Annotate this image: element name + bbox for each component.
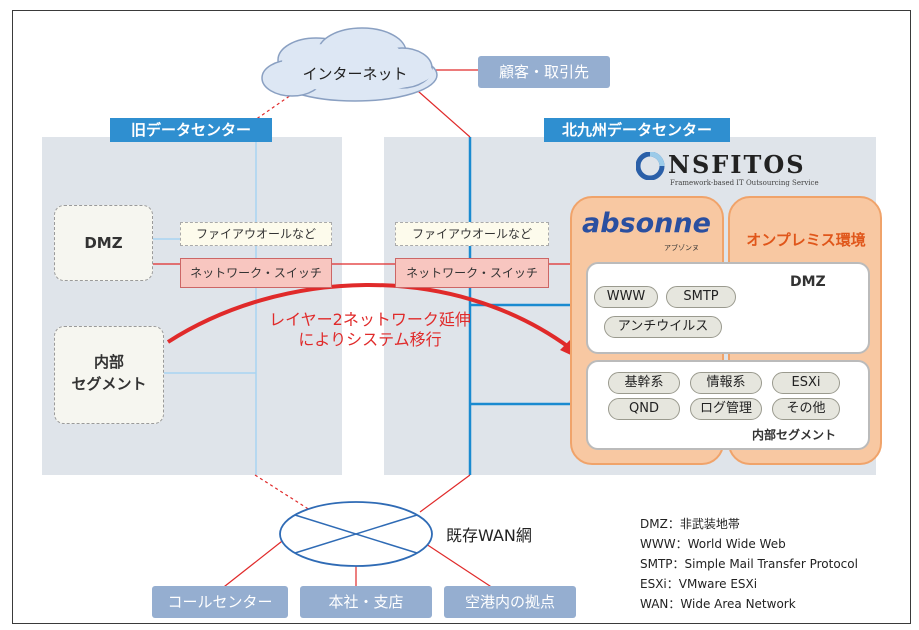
pill-others: その他 — [772, 398, 840, 420]
migration-caption-line2: によりシステム移行 — [298, 330, 442, 349]
old-dc-label: 旧データセンター — [110, 118, 272, 142]
absonne-kana: アブゾンヌ — [664, 244, 699, 252]
new-dmz-title: DMZ — [790, 274, 826, 290]
site-head-office: 本社・支店 — [300, 586, 432, 618]
nsfitos-wordmark: NSFITOS — [668, 150, 806, 179]
absonne-logo: absonne — [582, 208, 711, 239]
migration-caption: レイヤー2ネットワーク延伸 によりシステム移行 — [250, 310, 490, 350]
old-switch-box: ネットワーク・スイッチ — [180, 258, 332, 288]
old-internal-segment: 内部 セグメント — [54, 326, 164, 424]
legend-smtp: SMTP：Simple Mail Transfer Protocol — [640, 557, 858, 571]
legend-www: WWW：World Wide Web — [640, 537, 786, 551]
new-dmz-card — [586, 262, 870, 354]
onprem-label: オンプレミス環境 — [746, 231, 866, 249]
old-dmz-box: DMZ — [54, 205, 153, 281]
nsfitos-emblem-icon — [636, 152, 665, 180]
pill-log-management: ログ管理 — [690, 398, 762, 420]
migration-caption-line1: レイヤー2ネットワーク延伸 — [269, 310, 471, 329]
wan-label: 既存WAN網 — [446, 526, 532, 545]
old-firewall-box: ファイアウオールなど — [180, 222, 332, 246]
pill-info-systems: 情報系 — [690, 372, 762, 394]
site-airport: 空港内の拠点 — [444, 586, 576, 618]
legend-esxi: ESXi：VMware ESXi — [640, 577, 758, 591]
pill-esxi: ESXi — [772, 372, 840, 394]
old-internal-line2: セグメント — [71, 375, 147, 393]
new-internal-title: 内部セグメント — [752, 428, 837, 442]
pill-www: WWW — [594, 286, 658, 308]
site-call-center: コールセンター — [152, 586, 288, 618]
new-firewall-box: ファイアウオールなど — [395, 222, 549, 246]
pill-core-systems: 基幹系 — [608, 372, 680, 394]
legend-wan: WAN：Wide Area Network — [640, 597, 796, 611]
internet-label: インターネット — [302, 65, 408, 83]
pill-antivirus: アンチウイルス — [604, 316, 722, 338]
old-internal-line1: 内部 — [93, 353, 124, 371]
customers-tag: 顧客・取引先 — [478, 56, 610, 88]
new-dc-label: 北九州データセンター — [544, 118, 730, 142]
new-switch-box: ネットワーク・スイッチ — [395, 258, 549, 288]
legend: DMZ：非武装地帯 WWW：World Wide Web SMTP：Simple… — [640, 514, 908, 614]
pill-smtp: SMTP — [666, 286, 736, 308]
nsfitos-tagline: Framework-based IT Outsourcing Service — [670, 179, 819, 187]
pill-qnd: QND — [608, 398, 680, 420]
legend-dmz: DMZ：非武装地帯 — [640, 517, 740, 531]
nsfitos-logo: NSFITOS Framework-based IT Outsourcing S… — [636, 150, 836, 190]
